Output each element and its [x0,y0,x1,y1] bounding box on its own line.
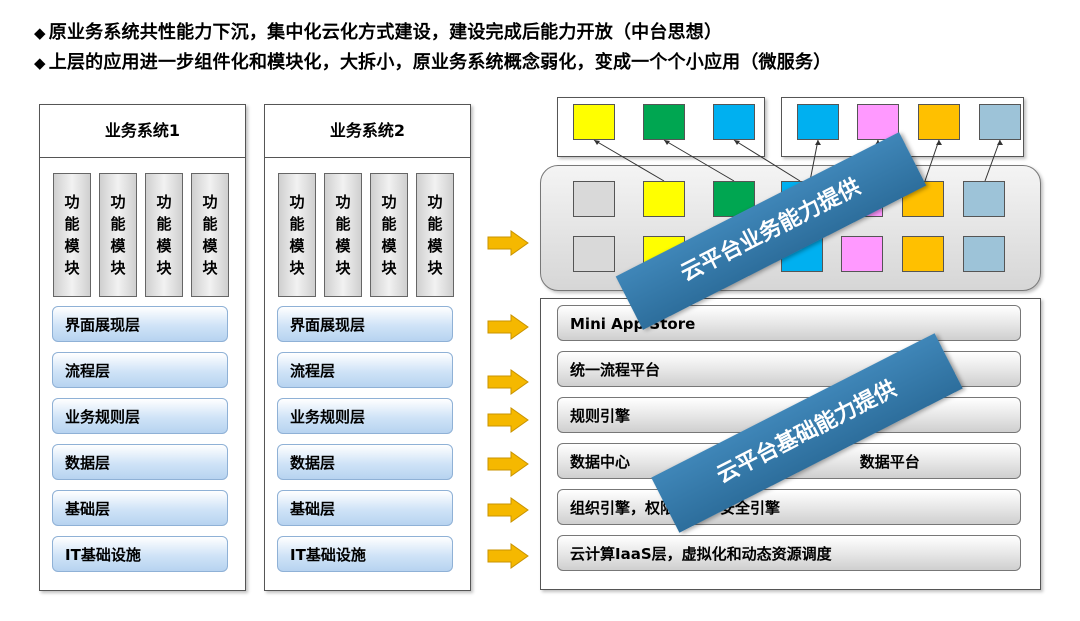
diamond-bullet-icon: ◆ [34,54,46,72]
bar-mini-app-store: Mini App Store [557,305,1021,341]
function-module: 功能模块 [145,173,183,297]
layer-data: 数据层 [52,444,228,480]
right-arrow-icon [487,543,529,569]
capability-block [963,181,1005,217]
right-arrow-icon [487,497,529,523]
app-block [918,104,960,140]
app-block [797,104,839,140]
bullet-line-2: ◆上层的应用进一步组件化和模块化，大拆小，原业务系统概念弱化，变成一个个小应用（… [34,48,831,74]
layer-data: 数据层 [277,444,453,480]
capability-block [643,181,685,217]
capability-block [963,236,1005,272]
capability-block [841,236,883,272]
bullet-text-2: 上层的应用进一步组件化和模块化，大拆小，原业务系统概念弱化，变成一个个小应用（微… [48,52,832,73]
function-module: 功能模块 [191,173,229,297]
layer-foundation: 基础层 [52,490,228,526]
right-arrow-icon [487,314,529,340]
right-arrow-icon [487,407,529,433]
capability-block [573,181,615,217]
diamond-bullet-icon: ◆ [34,24,46,42]
bullet-text-1: 原业务系统共性能力下沉，集中化云化方式建设，建设完成后能力开放（中台思想） [48,22,723,43]
layer-process: 流程层 [277,352,453,388]
layer-business-rules: 业务规则层 [52,398,228,434]
function-module: 功能模块 [324,173,362,297]
function-module: 功能模块 [99,173,137,297]
layer-presentation: 界面展现层 [52,306,228,342]
business-system-2: 业务系统2 功能模块 功能模块 功能模块 功能模块 界面展现层 流程层 业务规则… [264,104,471,591]
app-block [857,104,899,140]
business-system-1: 业务系统1 功能模块 功能模块 功能模块 功能模块 界面展现层 流程层 业务规则… [39,104,246,591]
system-title: 业务系统2 [265,105,470,158]
capability-block [573,236,615,272]
bar-org-permission-security: 组织引擎，权限管理，安全引擎 [557,489,1021,525]
function-module: 功能模块 [370,173,408,297]
bar-cloud-iaas: 云计算IaaS层，虚拟化和动态资源调度 [557,535,1021,571]
function-module: 功能模块 [53,173,91,297]
app-block [573,104,615,140]
right-arrow-icon [487,451,529,477]
capability-block [902,236,944,272]
function-module: 功能模块 [416,173,454,297]
app-block [643,104,685,140]
right-arrow-icon [487,369,529,395]
layer-business-rules: 业务规则层 [277,398,453,434]
layer-presentation: 界面展现层 [277,306,453,342]
layer-it-infrastructure: IT基础设施 [52,536,228,572]
layer-foundation: 基础层 [277,490,453,526]
app-block [713,104,755,140]
app-block [979,104,1021,140]
layer-process: 流程层 [52,352,228,388]
bullet-line-1: ◆原业务系统共性能力下沉，集中化云化方式建设，建设完成后能力开放（中台思想） [34,18,722,44]
function-module: 功能模块 [278,173,316,297]
system-title: 业务系统1 [40,105,245,158]
layer-it-infrastructure: IT基础设施 [277,536,453,572]
right-arrow-icon [487,230,529,256]
